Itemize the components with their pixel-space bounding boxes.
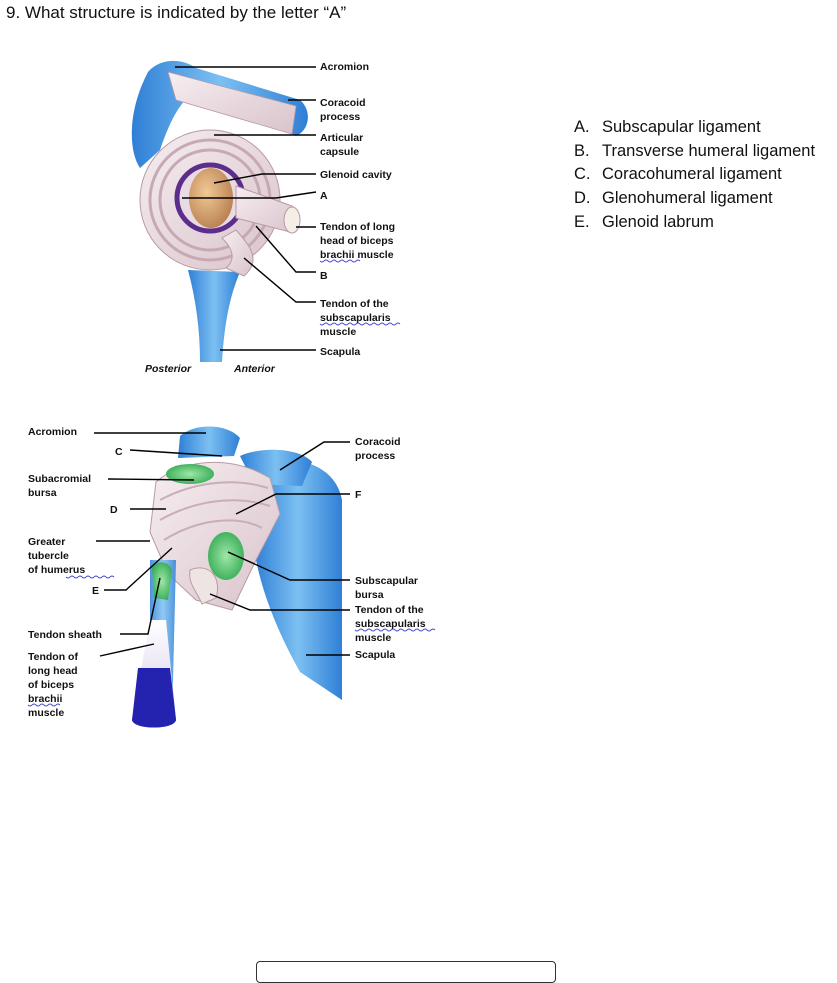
label2-subscap-bursa-1: Subscapular (355, 575, 418, 587)
choice-a-letter: A. (574, 118, 590, 136)
choice-c-letter: C. (574, 165, 591, 184)
figure2-illustration (132, 426, 342, 728)
answer-input-box[interactable] (256, 961, 556, 983)
label2-coracoid-2: process (355, 450, 395, 462)
choice-b[interactable]: B. Transverse humeral ligament (574, 140, 815, 164)
label-tendon-long-1: Tendon of long (320, 221, 395, 233)
label-anterior: Anterior (233, 363, 276, 375)
subscapular-bursa (208, 532, 244, 580)
choice-d-letter: D. (574, 189, 591, 208)
acromion-bone-2 (178, 426, 240, 458)
label2-tendon-long-4: brachii (28, 693, 63, 705)
choice-b-letter: B. (574, 141, 590, 160)
label2-subacromial-1: Subacromial (28, 473, 91, 485)
label2-tendon-sub-2: subscapularis (355, 618, 426, 630)
figure1-labels: Acromion Coracoid process Articular caps… (145, 61, 401, 375)
label2-f: F (355, 489, 362, 501)
choice-a[interactable]: A. Subscapular ligament (574, 116, 815, 140)
label-posterior: Posterior (145, 363, 192, 375)
label2-greater-2: tubercle (28, 550, 69, 562)
label2-greater-3: of humerus (28, 564, 85, 576)
choice-c[interactable]: C. Coracohumeral ligament (574, 163, 815, 187)
figure1-leaders (175, 66, 317, 351)
choice-d[interactable]: D. Glenohumeral ligament (574, 187, 815, 211)
label-tendon-sub-3: muscle (320, 326, 356, 338)
label-tendon-sub-2: subscapularis (320, 312, 391, 324)
label2-greater-1: Greater (28, 536, 65, 548)
label-glenoid-cavity: Glenoid cavity (320, 169, 392, 181)
label-scapula: Scapula (320, 346, 360, 358)
label2-e: E (92, 585, 99, 597)
figure2-leaders (94, 432, 350, 657)
choice-b-text: Transverse humeral ligament (602, 141, 816, 160)
label-articular-1: Articular (320, 132, 363, 144)
label2-tendon-long-5: muscle (28, 707, 64, 719)
label-a: A (320, 190, 328, 202)
label2-tendon-long-2: long head (28, 665, 78, 677)
figure2-labels: Acromion C Coracoid process Subacromial … (27, 426, 436, 719)
choice-e-letter: E. (574, 212, 590, 231)
label2-tendon-long-3: of biceps (28, 679, 74, 691)
label2-tendon-sub-3: muscle (355, 632, 391, 644)
label2-c: C (115, 446, 123, 458)
label-tendon-sub-1: Tendon of the (320, 298, 389, 310)
label-tendon-long-2: head of biceps (320, 235, 394, 247)
label-tendon-long-3: brachii muscle (320, 249, 394, 261)
subacromial-bursa (166, 464, 214, 484)
label-coracoid-2: process (320, 111, 360, 123)
label2-acromion: Acromion (28, 426, 77, 438)
figure1-illustration (131, 60, 308, 362)
label2-subscap-bursa-2: bursa (355, 589, 384, 601)
scapula-bone (188, 270, 240, 362)
choice-e[interactable]: E. Glenoid labrum (574, 211, 815, 235)
label-articular-2: capsule (320, 146, 359, 158)
label-b: B (320, 270, 328, 282)
label-acromion: Acromion (320, 61, 369, 73)
label2-tendon-long-1: Tendon of (28, 651, 78, 663)
label2-d: D (110, 504, 118, 516)
coracoacromial-band (167, 71, 297, 135)
label2-tendon-sub-1: Tendon of the (355, 604, 424, 616)
choice-c-text: Coracohumeral ligament (602, 165, 782, 184)
label2-scapula: Scapula (355, 649, 395, 661)
question-text: 9. What structure is indicated by the le… (6, 3, 347, 22)
subscapularis-curl (221, 229, 254, 277)
label2-coracoid-1: Coracoid (355, 436, 401, 448)
choice-d-text: Glenohumeral ligament (602, 189, 773, 208)
label-coracoid-1: Coracoid (320, 97, 366, 109)
choice-a-text: Subscapular ligament (602, 118, 761, 136)
label2-tendon-sheath: Tendon sheath (28, 629, 102, 641)
choice-e-text: Glenoid labrum (602, 212, 714, 231)
label2-subacromial-2: bursa (28, 487, 57, 499)
answer-choices: A. Subscapular ligament B. Transverse hume… (574, 116, 815, 235)
